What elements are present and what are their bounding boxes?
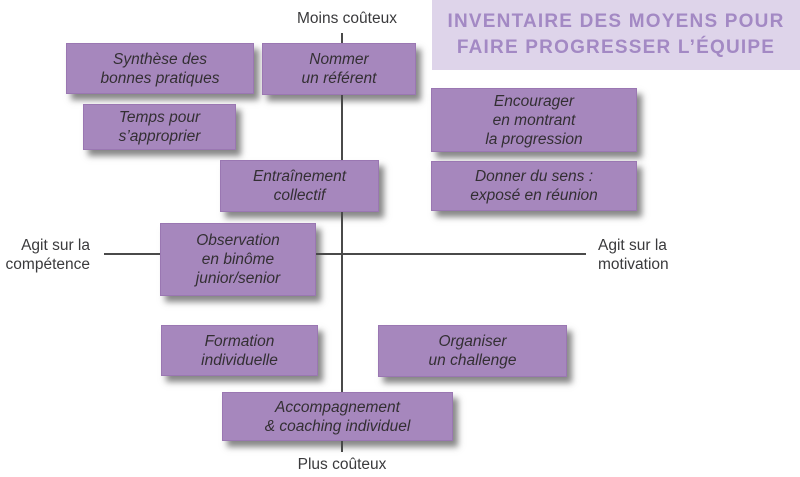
box-label: Entraînement collectif: [252, 168, 347, 204]
box-nommer-un-referent: Nommer un référent: [262, 43, 416, 95]
box-encourager-en-montrant-progression: Encourager en montrant la progression: [431, 88, 637, 152]
box-label: Accompagnement & coaching individuel: [264, 398, 411, 435]
axis-label-right-motivation: Agit sur la motivation: [598, 237, 669, 273]
box-synthese-bonnes-pratiques: Synthèse des bonnes pratiques: [66, 43, 254, 94]
box-label: Organiser un challenge: [428, 333, 517, 369]
diagram-title-banner: INVENTAIRE DES MOYENS POUR FAIRE PROGRES…: [432, 0, 800, 70]
axis-label-top-less-costly: Moins coûteux: [297, 10, 397, 27]
box-label: Encourager en montrant la progression: [485, 92, 583, 148]
box-label: Observation en binôme junior/senior: [195, 232, 281, 287]
box-donner-du-sens-expose-reunion: Donner du sens : exposé en réunion: [431, 161, 637, 211]
box-label: Donner du sens : exposé en réunion: [470, 168, 598, 204]
box-formation-individuelle: Formation individuelle: [161, 325, 318, 376]
box-label: Temps pour s’approprier: [118, 109, 201, 145]
box-temps-pour-sapproprier: Temps pour s’approprier: [83, 104, 236, 150]
box-label: Formation individuelle: [201, 332, 278, 369]
box-entrainement-collectif: Entraînement collectif: [220, 160, 379, 212]
box-label: Synthèse des bonnes pratiques: [100, 50, 220, 87]
box-observation-binome-junior-senior: Observation en binôme junior/senior: [160, 223, 316, 296]
axis-label-bottom-more-costly: Plus coûteux: [297, 456, 387, 473]
box-accompagnement-coaching-individuel: Accompagnement & coaching individuel: [222, 392, 453, 441]
horizontal-effect-axis-line: [104, 253, 586, 255]
axis-label-left-competence: Agit sur la compétence: [5, 237, 90, 273]
vertical-cost-axis-line: [341, 33, 343, 452]
box-organiser-un-challenge: Organiser un challenge: [378, 325, 567, 377]
diagram-title: INVENTAIRE DES MOYENS POUR FAIRE PROGRES…: [447, 11, 785, 58]
box-label: Nommer un référent: [301, 51, 377, 87]
